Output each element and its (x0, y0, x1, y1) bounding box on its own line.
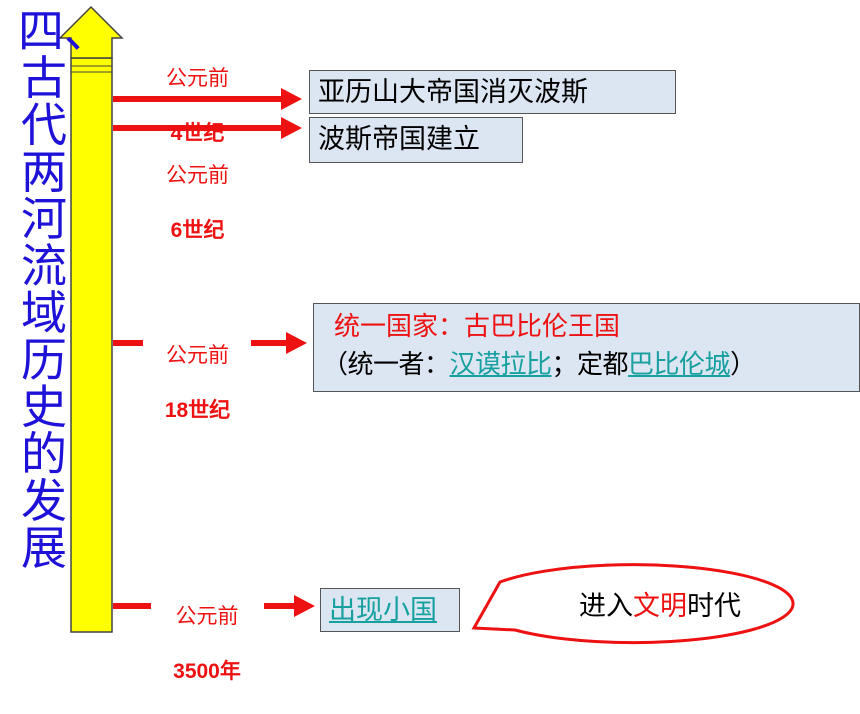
vertical-title: 四、古代两河流域历史的发展 (18, 4, 110, 575)
arrow-3500-bc (113, 595, 315, 617)
era-prefix: 公元前 (175, 604, 239, 628)
era-value: 18世纪 (164, 399, 231, 422)
callout-highlight: 文明 (633, 591, 687, 622)
detail-close: ） (730, 350, 756, 380)
era-value: 6世纪 (170, 219, 225, 242)
callout-text: 进入文明时代 (510, 587, 810, 627)
small-states-link[interactable]: 出现小国 (329, 595, 437, 626)
babylon-title: 统一国家：古巴比伦王国 (334, 312, 621, 342)
era-label-18th-century: 公元前 18世纪 (145, 313, 250, 453)
arrow-4th-century (113, 88, 302, 110)
babylon-detail: （统一者：汉谟拉比；定都巴比伦城） (322, 346, 851, 384)
event-text: 波斯帝国建立 (318, 124, 480, 155)
babylon-city-link[interactable]: 巴比伦城 (628, 350, 731, 380)
era-label-6th-century: 公元前 6世纪 (145, 133, 250, 273)
detail-mid: ；定都 (551, 350, 629, 380)
event-box-persia: 波斯帝国建立 (309, 117, 523, 163)
arrow-18th-century (113, 332, 307, 354)
event-box-alexander: 亚历山大帝国消灭波斯 (309, 70, 676, 114)
era-prefix: 公元前 (166, 66, 229, 90)
arrow-6th-century (113, 117, 302, 139)
timeline-arrow (58, 5, 124, 633)
timeline-graphics (58, 5, 795, 645)
era-label-4th-century: 公元前 4世纪 (145, 36, 250, 176)
era-value: 3500年 (173, 660, 241, 683)
era-value: 4世纪 (170, 122, 225, 145)
callout-pre: 进入 (579, 591, 633, 622)
era-label-3500-bc: 公元前 3500年 (152, 574, 262, 714)
era-prefix: 公元前 (166, 343, 229, 367)
era-prefix: 公元前 (166, 163, 229, 187)
callout-post: 时代 (687, 591, 741, 622)
event-text: 亚历山大帝国消灭波斯 (318, 77, 588, 108)
event-box-small-states: 出现小国 (320, 588, 460, 632)
hammurabi-link[interactable]: 汉谟拉比 (449, 350, 553, 380)
event-box-babylon: 统一国家：古巴比伦王国 （统一者：汉谟拉比；定都巴比伦城） (313, 303, 860, 392)
detail-open: （统一者： (322, 350, 450, 380)
speech-bubble (471, 563, 795, 645)
